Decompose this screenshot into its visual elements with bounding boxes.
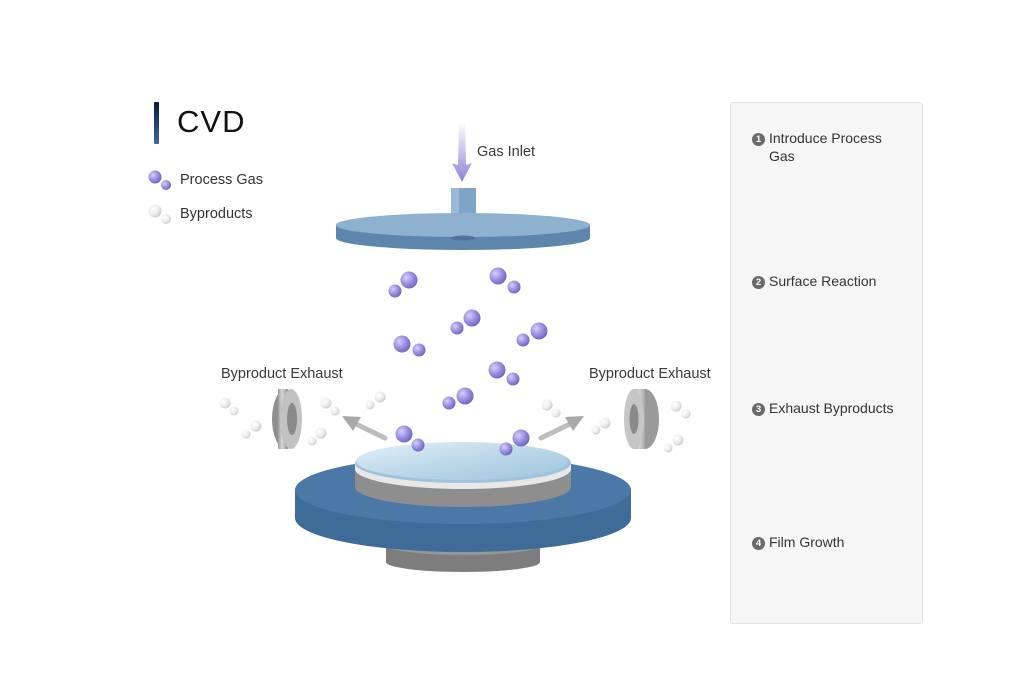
process-gas-molecules <box>388 267 548 456</box>
molecule <box>516 322 548 347</box>
step-1-title-cont: Gas <box>769 148 795 164</box>
exhaust-arrow-left <box>342 416 388 441</box>
molecule <box>663 434 684 453</box>
exhaust-left-label: Byproduct Exhaust <box>221 366 343 382</box>
step-3-title: Exhaust Byproducts <box>769 400 894 416</box>
showerhead <box>336 188 590 250</box>
molecule <box>442 387 474 410</box>
step-2-title: Surface Reaction <box>769 273 877 289</box>
gas-inlet-arrow <box>452 122 472 182</box>
exhaust-right-label: Byproduct Exhaust <box>589 366 711 382</box>
molecule <box>241 420 262 439</box>
legend-process-gas-label: Process Gas <box>180 172 263 188</box>
step-1-number: 1 <box>752 133 765 146</box>
molecule <box>450 309 481 335</box>
molecule <box>670 400 691 419</box>
step-3-number: 3 <box>752 403 765 416</box>
step-2-number: 2 <box>752 276 765 289</box>
molecule <box>541 399 561 418</box>
legend-byproducts-icon <box>148 204 171 224</box>
step-4-number: 4 <box>752 537 765 550</box>
molecule <box>388 271 418 298</box>
step-2: 2 Surface Reaction <box>752 272 876 290</box>
legend-process-gas-icon <box>148 170 171 190</box>
molecule <box>395 425 425 452</box>
exhaust-arrow-right <box>538 416 584 441</box>
exhaust-port-right <box>624 389 659 449</box>
molecule <box>320 397 340 416</box>
step-3: 3 Exhaust Byproducts <box>752 399 894 417</box>
exhaust-port-left <box>272 389 302 449</box>
legend-byproducts-label: Byproducts <box>180 206 253 222</box>
molecule <box>489 267 521 294</box>
step-1: 1 Introduce Process Gas <box>752 129 882 165</box>
page-title: CVD <box>177 104 246 139</box>
molecule <box>365 391 386 410</box>
molecule <box>307 427 327 446</box>
byproduct-molecules <box>219 391 691 453</box>
gas-inlet-label: Gas Inlet <box>477 144 536 160</box>
molecule <box>488 361 520 386</box>
molecule <box>219 397 239 416</box>
substrate-pedestal <box>295 442 631 572</box>
molecule <box>499 429 530 456</box>
process-steps-panel <box>730 102 923 624</box>
step-1-title: Introduce Process <box>769 130 882 146</box>
molecule <box>393 335 426 357</box>
step-4-title: Film Growth <box>769 534 845 550</box>
step-4: 4 Film Growth <box>752 533 844 551</box>
title-accent-bar <box>154 102 159 144</box>
molecule <box>591 417 611 435</box>
